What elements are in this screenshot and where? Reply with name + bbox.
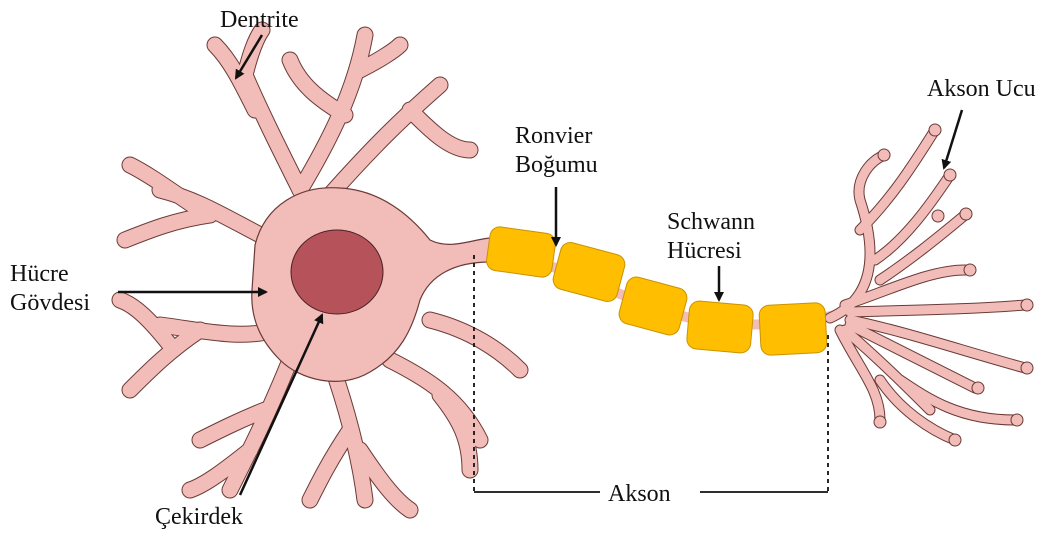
- label-schwann-line2: Hücresi: [667, 237, 755, 266]
- label-dentrite-text: Dentrite: [220, 6, 299, 35]
- label-cekirdek-text: Çekirdek: [155, 503, 243, 532]
- label-ronvier-line2: Boğumu: [515, 151, 598, 180]
- label-akson-ucu: Akson Ucu: [927, 75, 1036, 104]
- arrow-akson-ucu: [944, 110, 962, 168]
- schwann-cell: [759, 302, 828, 355]
- label-schwann-line1: Schwann: [667, 208, 755, 237]
- label-dentrite: Dentrite: [220, 6, 299, 35]
- label-hucre-govdesi: Hücre Gövdesi: [10, 260, 90, 318]
- schwann-cell: [686, 300, 754, 353]
- axon-terminal-branches: [830, 130, 1025, 440]
- label-akson-text: Akson: [608, 480, 671, 509]
- label-cekirdek: Çekirdek: [155, 503, 243, 532]
- label-hucre-govdesi-line2: Gövdesi: [10, 289, 90, 318]
- nucleus: [291, 230, 383, 314]
- label-akson: Akson: [604, 480, 675, 509]
- myelin-sheath: [485, 226, 827, 356]
- label-ronvier-bogumu: Ronvier Boğumu: [515, 122, 598, 180]
- schwann-cell: [485, 226, 556, 279]
- label-schwann-hucresi: Schwann Hücresi: [667, 208, 755, 266]
- label-ronvier-line1: Ronvier: [515, 122, 598, 151]
- label-hucre-govdesi-line1: Hücre: [10, 260, 90, 289]
- schwann-cell: [617, 275, 689, 337]
- label-akson-ucu-text: Akson Ucu: [927, 75, 1036, 104]
- schwann-cell: [551, 240, 627, 303]
